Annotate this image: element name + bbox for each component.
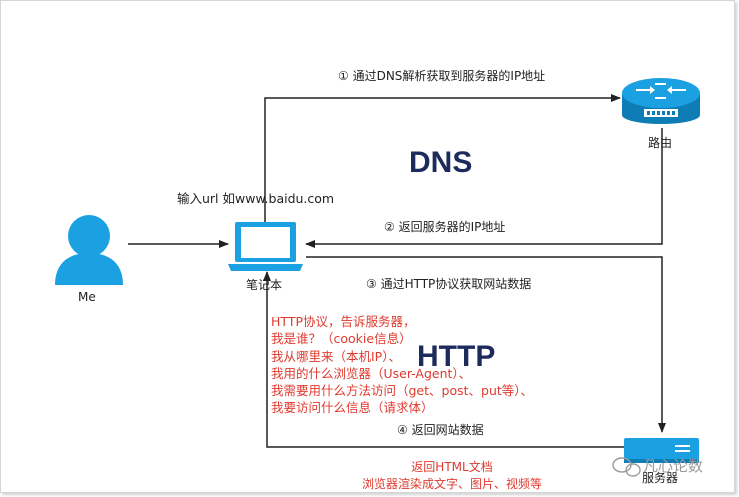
dns-title: DNS [409, 146, 473, 179]
laptop-icon [228, 222, 303, 271]
step-4-label: ④ 返回网站数据 [397, 423, 484, 437]
router-label: 路由 [648, 136, 673, 150]
watermark-text: 凡心论数 [643, 457, 704, 475]
http-note-line: 我要访问什么信息（请求体） [271, 400, 434, 416]
http-title: HTTP [417, 340, 496, 373]
arrow-dns-query [264, 94, 621, 222]
http-note-line: 我是谁？（cookie信息） [271, 331, 412, 347]
step-3-label: ③ 通过HTTP协议获取网站数据 [366, 277, 532, 291]
http-note-line: 我需要用什么方法访问（get、post、put等）、 [271, 383, 534, 399]
watermark-icon [612, 457, 641, 477]
http-note-line: 我用的什么浏览器（User-Agent）、 [271, 365, 472, 381]
step-1-label: ① 通过DNS解析获取到服务器的IP地址 [338, 69, 546, 83]
http-note-line: HTTP协议，告诉服务器， [271, 314, 416, 329]
person-icon [55, 215, 123, 285]
arrow-http-request [306, 256, 666, 433]
url-input-label: 输入url 如www.baidu.com [177, 191, 335, 206]
server-icon [624, 438, 699, 463]
return-note-line: 浏览器渲染成文字、图片、视频等 [361, 477, 542, 491]
step-2-label: ② 返回服务器的IP地址 [384, 220, 506, 234]
router-icon [622, 78, 700, 124]
return-note-line: 返回HTML文档 [411, 460, 493, 474]
server-label: 服务器 [642, 471, 679, 485]
arrow-dns-response [305, 128, 663, 248]
return-note: 返回HTML文档 浏览器渲染成文字、图片、视频等 [352, 459, 552, 493]
laptop-label: 笔记本 [246, 278, 283, 292]
http-note-line: 我从哪里来（本机IP）、 [271, 348, 401, 364]
http-request-notes: HTTP协议，告诉服务器， 我是谁？（cookie信息） 我从哪里来（本机IP）… [271, 313, 533, 417]
arrow-http-response [263, 271, 625, 448]
me-label: Me [78, 290, 96, 304]
